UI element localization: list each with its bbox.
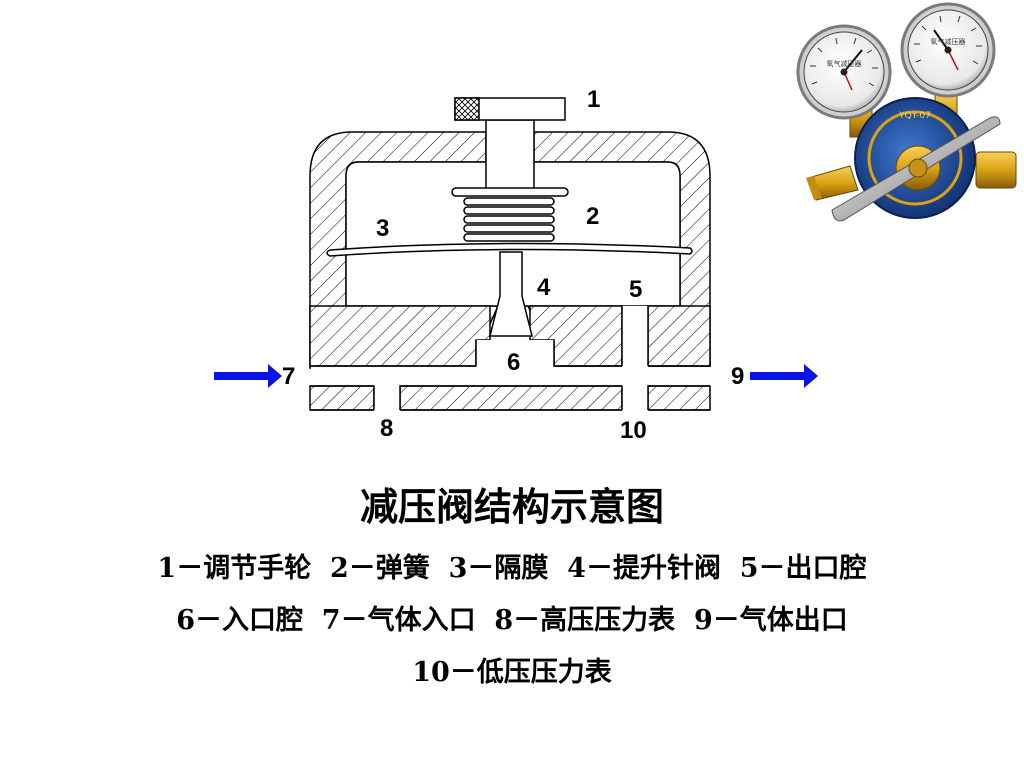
callout-6: 6 xyxy=(507,349,520,376)
legend-line-3: 10－低压压力表 xyxy=(412,657,612,688)
bottom-strip xyxy=(309,385,711,411)
diaphragm xyxy=(326,242,693,257)
callout-10: 10 xyxy=(620,417,647,444)
callout-1: 1 xyxy=(587,86,600,113)
legend-line-1: 1－调节手轮 2－弹簧 3－隔膜 4－提升针阀 5－出口腔 xyxy=(157,553,867,584)
lift-needle-valve xyxy=(489,251,533,337)
pressure-reducing-valve-diagram: 1 2 3 4 5 6 7 8 9 10 YQY-07 xyxy=(214,2,1017,444)
high-pressure-gauge: 氧气减压器 xyxy=(796,24,892,120)
callout-7: 7 xyxy=(282,363,295,390)
diagram-title: 减压阀结构示意图 xyxy=(359,485,664,529)
outlet-arrow xyxy=(750,364,818,388)
low-pressure-gauge: 氧气减压器 xyxy=(900,2,996,98)
adjusting-handwheel xyxy=(454,97,566,193)
outlet-side-block xyxy=(647,305,711,367)
callout-5: 5 xyxy=(629,276,642,303)
callout-8: 8 xyxy=(380,415,393,442)
legend-line-2: 6－入口腔 7－气体入口 8－高压压力表 9－气体出口 xyxy=(176,605,848,636)
outlet-passage xyxy=(622,306,648,368)
knob-grip-crosshatch xyxy=(454,97,480,121)
spring xyxy=(451,187,569,242)
inlet-arrow xyxy=(214,364,282,388)
callout-9: 9 xyxy=(731,363,744,390)
valve-body xyxy=(309,131,711,412)
left-gauge-face-text: 氧气减压器 xyxy=(827,59,862,68)
valve-seat-body xyxy=(309,305,491,367)
regulator-ring-text: YQY-07 xyxy=(898,111,931,121)
callout-4: 4 xyxy=(537,274,551,301)
callout-2: 2 xyxy=(586,203,599,230)
gas-flow-channel xyxy=(311,367,709,385)
regulator-photo: YQY-07 氧气减压器 xyxy=(796,2,1017,222)
inlet-cavity xyxy=(476,340,554,366)
right-gauge-face-text: 氧气减压器 xyxy=(931,37,966,46)
low-pressure-gauge-port xyxy=(622,386,648,412)
callout-3: 3 xyxy=(376,215,389,242)
high-pressure-gauge-port xyxy=(374,386,400,412)
